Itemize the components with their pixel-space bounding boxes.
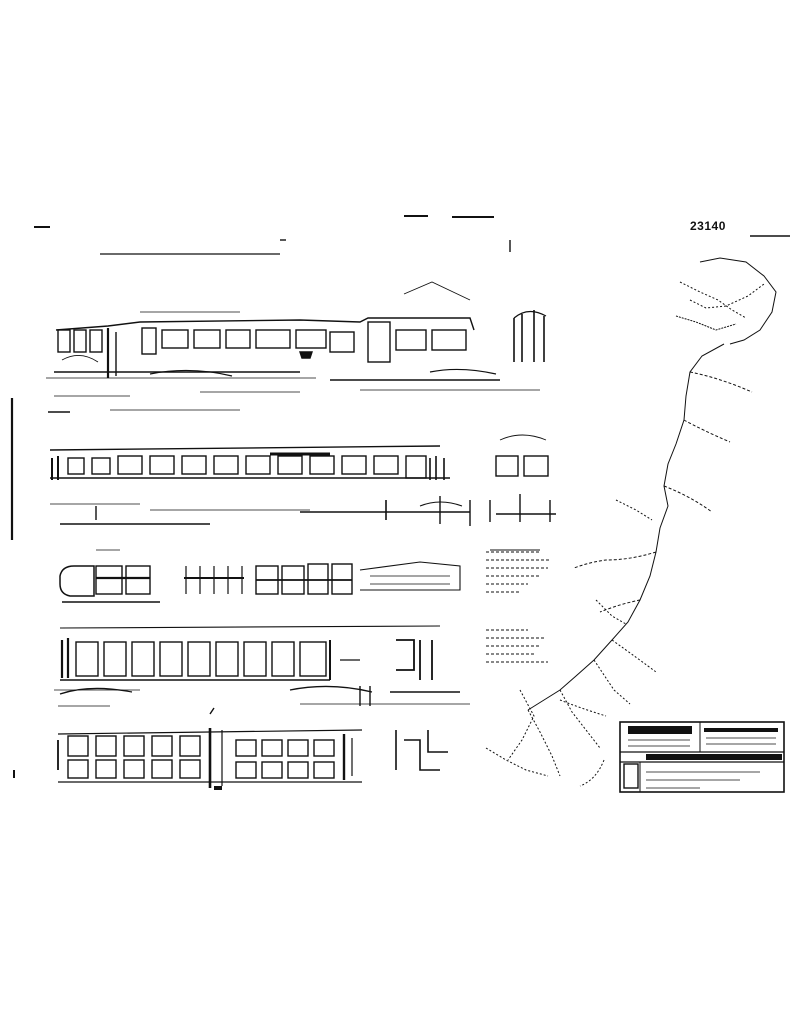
title-block [619,721,785,793]
coach-elevation-2 [48,409,556,526]
sheet-top-marks [34,215,790,255]
left-margin-line [10,398,15,778]
equipment-notes [486,629,548,663]
coach-elevation-3 [54,625,470,707]
coach-floor-plan [57,707,448,790]
specification-notes [486,551,550,593]
drawing-number: 23140 [690,219,726,233]
underframe-detail [59,549,540,603]
route-map [485,257,777,787]
coach-elevation-1 [46,281,547,397]
